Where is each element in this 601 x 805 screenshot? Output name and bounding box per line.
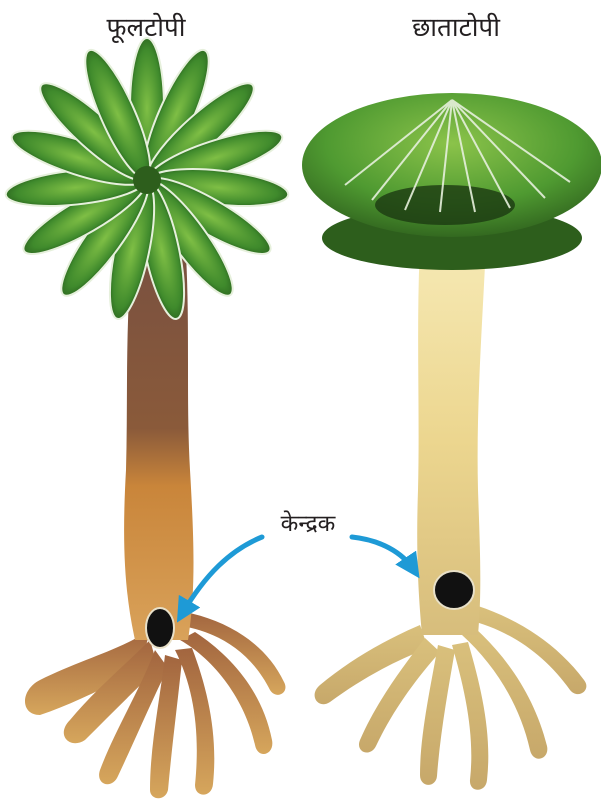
arrow-icon <box>182 537 262 614</box>
species-title-left: फूलटोपी <box>106 8 185 44</box>
left-nucleus <box>146 608 174 648</box>
left-stalk <box>124 255 193 640</box>
nucleus-label: केन्द्रक <box>281 506 336 538</box>
arrow-icon <box>352 537 414 570</box>
right-organism <box>302 93 601 790</box>
right-umbrella-cap <box>302 93 601 270</box>
species-title-right: छाताटोपी <box>412 8 500 44</box>
left-organism <box>4 38 290 798</box>
right-nucleus <box>434 571 474 609</box>
